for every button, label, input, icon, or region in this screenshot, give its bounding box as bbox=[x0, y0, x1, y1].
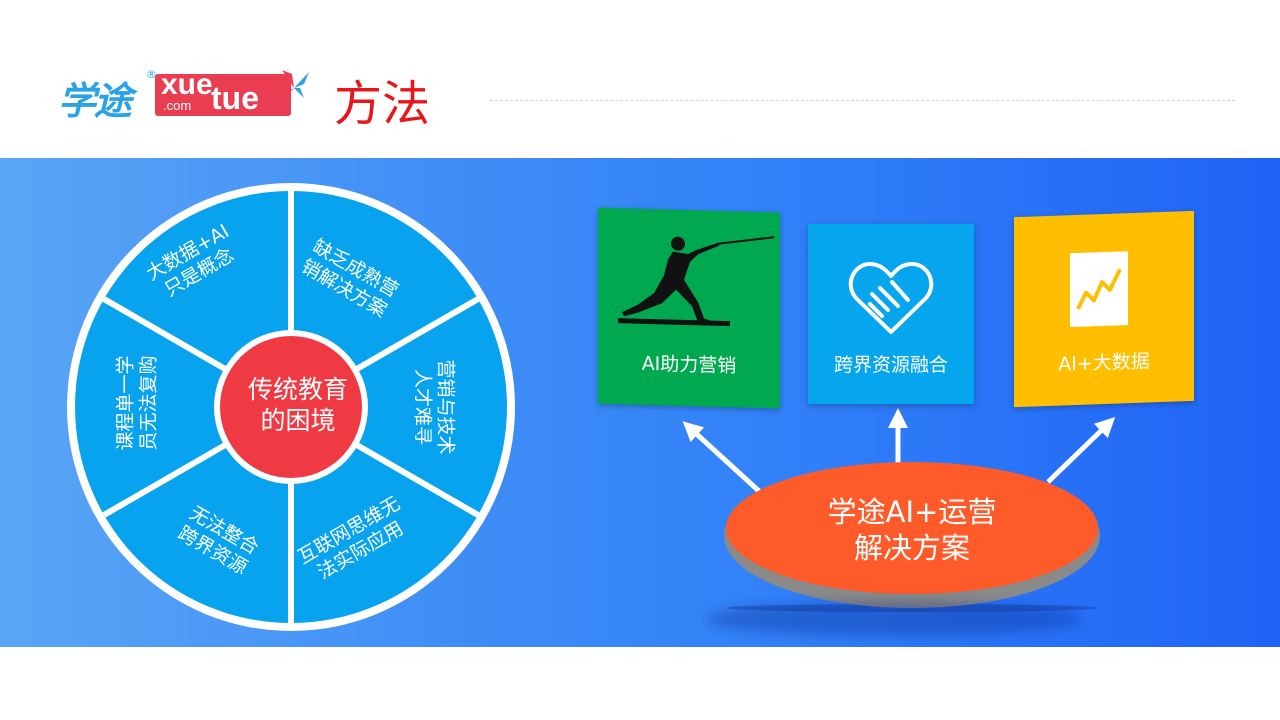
page-title: 方法 bbox=[334, 76, 431, 132]
arrow-left bbox=[682, 421, 762, 494]
logo-tue-text: tue bbox=[211, 80, 259, 116]
registered-mark: ® bbox=[146, 68, 157, 81]
solution-platform bbox=[724, 462, 1100, 612]
platform-shadow bbox=[706, 602, 1082, 636]
butterfly-icon bbox=[282, 70, 309, 98]
card-ai-marketing: AI助力营销 bbox=[598, 207, 780, 409]
center-circle bbox=[220, 336, 362, 478]
wheel-center-label: 传统教育 的困境 bbox=[247, 375, 348, 435]
heart-handshake-icon bbox=[848, 262, 934, 334]
wheel-segment-repurchase: 课程单一学 员无法复购 bbox=[114, 355, 160, 451]
card-cross-resources: 跨界资源融合 bbox=[808, 224, 974, 404]
dilemma-wheel bbox=[67, 183, 515, 631]
logo-red-badge: xue .com tue bbox=[155, 68, 291, 116]
arrow-right bbox=[1046, 417, 1116, 484]
card-cross-resources-label: 跨界资源融合 bbox=[833, 354, 948, 376]
wheel-segment-talent: 营销与技术 人才难寻 bbox=[411, 359, 457, 455]
title-divider bbox=[490, 100, 1235, 101]
logo-chinese-text: 学途 bbox=[58, 79, 132, 123]
card-ai-bigdata-label: AI+大数据 bbox=[1058, 350, 1150, 376]
logo-com-text: .com bbox=[163, 98, 192, 113]
fencer-icon bbox=[618, 236, 775, 327]
arrows bbox=[682, 408, 1116, 494]
header: 学途 ® xue .com tue 方法 bbox=[0, 0, 1280, 158]
logo-xue-text: xue bbox=[161, 68, 213, 101]
card-ai-marketing-label: AI助力营销 bbox=[641, 352, 737, 378]
card-ai-bigdata: AI+大数据 bbox=[1014, 210, 1194, 408]
xuetue-logo: 学途 ® xue .com tue bbox=[58, 68, 318, 124]
line-chart-icon bbox=[1070, 251, 1128, 328]
solution-label: 学途AI+运营 解决方案 bbox=[827, 495, 997, 565]
